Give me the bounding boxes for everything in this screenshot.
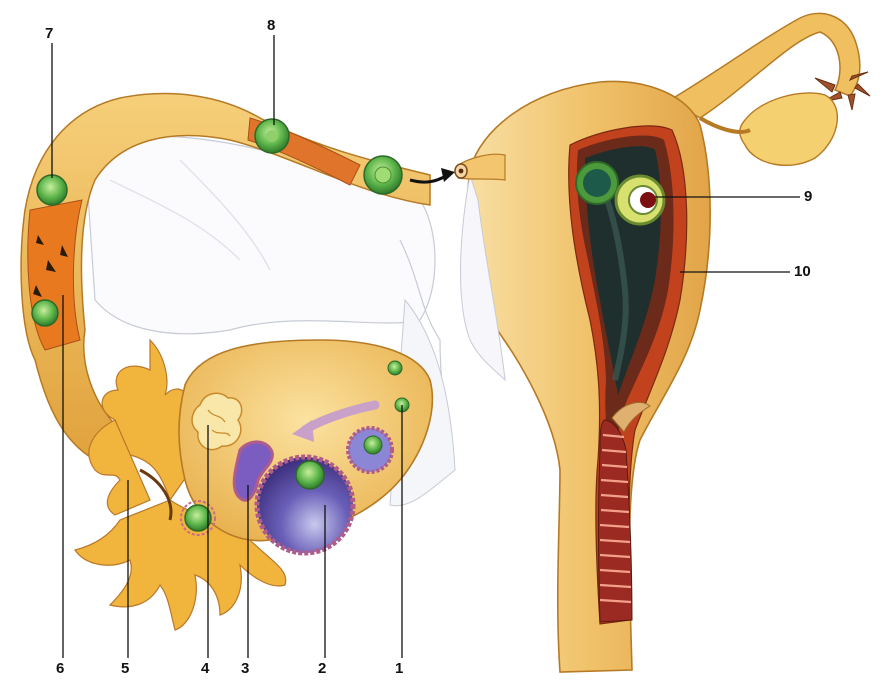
label-10: 10 (794, 264, 811, 279)
label-1: 1 (395, 661, 403, 676)
label-2: 2 (318, 661, 326, 676)
label-4: 4 (201, 661, 209, 676)
label-6: 6 (56, 661, 64, 676)
right-ovary (740, 93, 838, 165)
label-5: 5 (121, 661, 129, 676)
label-8: 8 (267, 18, 275, 33)
label-9: 9 (804, 189, 812, 204)
label-3: 3 (241, 661, 249, 676)
label-7: 7 (45, 26, 53, 41)
